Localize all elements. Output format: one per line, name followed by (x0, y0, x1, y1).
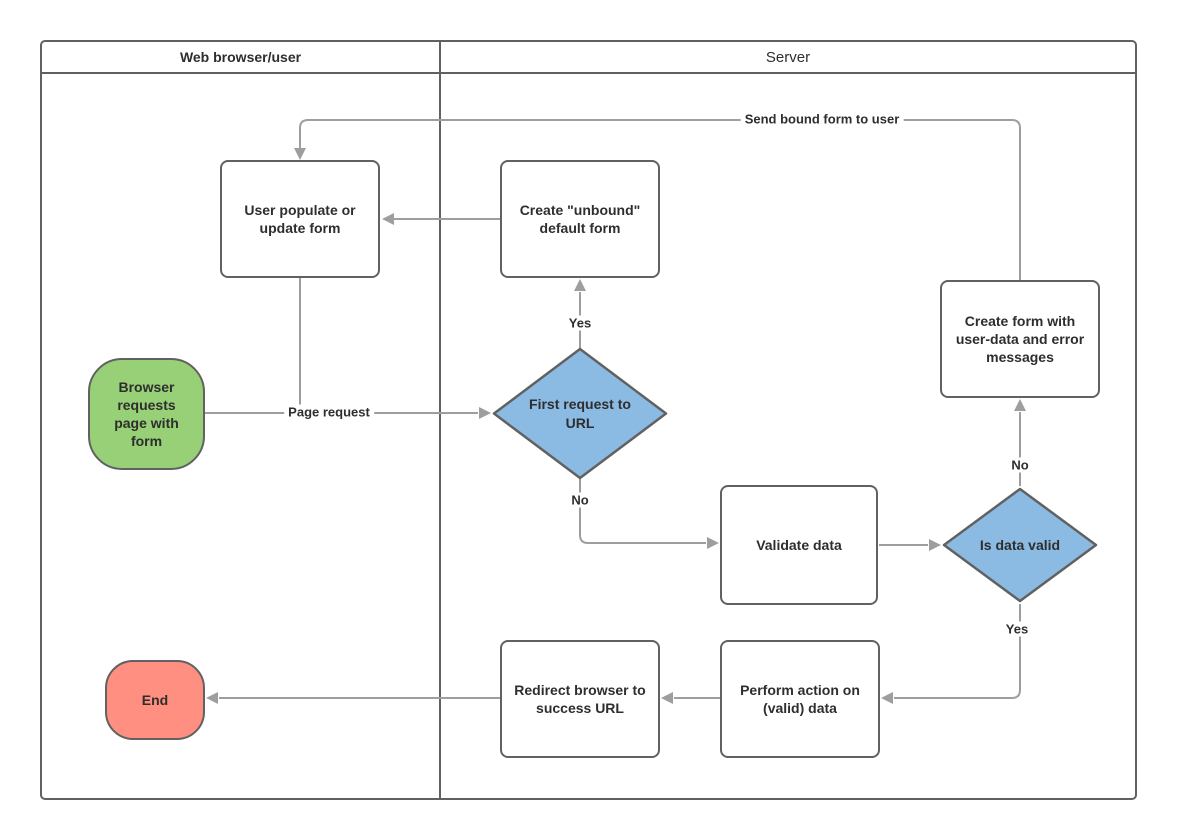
edge-first-request-yes (574, 279, 586, 348)
lane-header-web-browser-user: Web browser/user (179, 49, 302, 65)
edge-label-first-request-yes: Yes (564, 315, 596, 331)
edge-is-valid-no (1014, 399, 1026, 486)
decision-label: First request to URL (529, 396, 631, 431)
node-browser-requests-page: Browser requests page with form (88, 358, 205, 470)
swimlane-divider (439, 40, 441, 798)
swimlane-frame (40, 40, 1137, 800)
edge-send-bound-form-to-user (294, 119, 1021, 280)
decision-label: Is data valid (979, 536, 1061, 553)
decision-diamond-shape (492, 347, 668, 480)
edge-is-valid-yes (881, 604, 1021, 704)
node-create-form-with-errors: Create form with user-data and error mes… (940, 280, 1100, 398)
node-is-data-valid-decision: Is data valid (942, 487, 1098, 603)
node-perform-action: Perform action on (valid) data (720, 640, 880, 758)
edge-perform-to-redirect (661, 692, 720, 704)
node-validate-data: Validate data (720, 485, 878, 605)
swimlane-header-separator (40, 72, 1137, 74)
edge-label-first-request-no: No (567, 492, 593, 508)
edge-label-is-valid-no: No (1007, 457, 1033, 473)
edge-create-unbound-to-user-populate (382, 213, 500, 225)
edge-label-send-bound-form: Send bound form to user (740, 111, 904, 127)
node-create-unbound-form: Create "unbound" default form (500, 160, 660, 278)
decision-diamond-shape (942, 487, 1098, 603)
edge-redirect-to-end (206, 692, 500, 704)
node-end: End (105, 660, 205, 740)
node-user-populate-form: User populate or update form (220, 160, 380, 278)
edge-label-page-request: Page request (284, 404, 374, 420)
edge-label-is-valid-yes: Yes (1001, 621, 1033, 637)
edge-first-request-no (579, 479, 719, 549)
edge-validate-to-is-valid (879, 539, 941, 551)
lane-header-server: Server (765, 48, 811, 66)
node-first-request-decision: First request to URL (492, 347, 668, 480)
node-redirect-browser: Redirect browser to success URL (500, 640, 660, 758)
